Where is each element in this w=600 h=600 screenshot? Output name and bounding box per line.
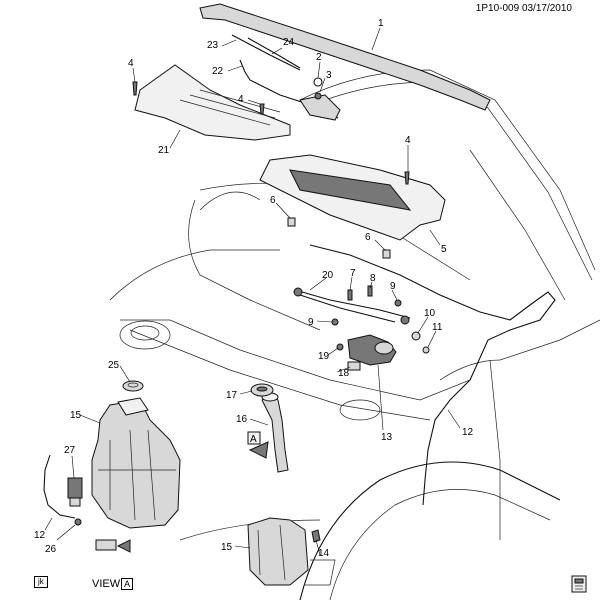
callout-8: 8 <box>370 273 376 284</box>
callout-4-center: 4 <box>238 94 244 105</box>
view-a-marker-letter: A <box>250 434 257 445</box>
wiper-linkage <box>294 289 411 319</box>
callout-23: 23 <box>207 40 219 51</box>
wiper-motor-cap <box>374 341 394 355</box>
nut-9-right <box>394 299 402 307</box>
callout-9-left: 9 <box>308 317 314 328</box>
callout-12-left: 12 <box>34 530 46 541</box>
clip-1 <box>287 217 296 227</box>
callout-15-upper: 15 <box>70 410 82 421</box>
wiper-blade-left <box>231 34 301 71</box>
left-cowl-panel <box>134 64 291 141</box>
view-a-box-upper <box>247 431 261 445</box>
bolt-19 <box>336 343 344 351</box>
clip-2 <box>382 249 391 259</box>
callout-7: 7 <box>350 268 356 279</box>
pump-grommet <box>74 518 82 526</box>
callout-9-right: 9 <box>390 281 396 292</box>
callout-3: 3 <box>326 70 332 81</box>
callout-6-right: 6 <box>365 232 371 243</box>
bolt-14 <box>311 529 321 543</box>
bolt-fastener-2 <box>259 103 265 115</box>
catalog-page-icon <box>571 575 587 593</box>
callout-26: 26 <box>45 544 57 555</box>
callout-4-right: 4 <box>405 135 411 146</box>
washer-hose-main <box>309 244 556 506</box>
callout-labels: 1 2 3 4 4 4 5 6 6 7 8 9 9 10 11 12 12 13… <box>34 18 474 559</box>
callout-5: 5 <box>441 244 447 255</box>
grommet-11 <box>422 346 430 354</box>
vehicle-body-outline <box>109 69 600 600</box>
lower-reservoir-bracket <box>247 517 309 586</box>
callout-1: 1 <box>378 18 384 29</box>
callout-10: 10 <box>424 308 436 319</box>
bolt-fastener-1 <box>132 81 138 96</box>
reservoir-neck <box>117 397 149 416</box>
callout-25: 25 <box>108 360 120 371</box>
callout-24: 24 <box>283 37 295 48</box>
view-a-connector <box>95 539 117 551</box>
view-letter-box: A <box>121 578 134 590</box>
bolt-fastener-3 <box>404 171 410 185</box>
reservoir-filler-neck <box>261 394 289 473</box>
washer-pump-outlet <box>69 497 81 507</box>
wiper-blade-right <box>247 37 301 69</box>
callout-21: 21 <box>158 145 170 156</box>
drafter-initials: jk <box>34 576 48 588</box>
view-a-arrow-upper <box>248 441 269 459</box>
drawing-date: 03/17/2010 <box>521 3 572 14</box>
callout-16: 16 <box>236 414 248 425</box>
callout-13: 13 <box>381 432 393 443</box>
callout-14: 14 <box>318 548 330 559</box>
washer-pump <box>67 477 83 499</box>
callout-6-left: 6 <box>270 195 276 206</box>
callout-20: 20 <box>322 270 334 281</box>
callout-2: 2 <box>316 52 322 63</box>
view-a-arrow-lower <box>116 539 131 553</box>
callout-27: 27 <box>64 445 76 456</box>
grommet-10 <box>411 331 421 341</box>
callout-19: 19 <box>318 351 330 362</box>
motor-connector <box>347 361 361 371</box>
drawing-header: 1P10-009 03/17/2010 <box>476 3 572 14</box>
drawing-id: 1P10-009 <box>475 3 520 14</box>
callout-11: 11 <box>432 322 443 333</box>
pivot-cap <box>313 77 323 87</box>
view-text: VIEW <box>92 578 121 590</box>
washer-reservoir <box>91 399 181 529</box>
bolt-8 <box>367 285 373 297</box>
pivot-nut <box>314 92 322 100</box>
cowl-seal <box>199 3 491 111</box>
callout-15-lower: 15 <box>221 542 233 553</box>
nut-9-left <box>331 318 339 326</box>
callout-22: 22 <box>212 66 224 77</box>
callout-17: 17 <box>226 390 238 401</box>
leader-lines <box>44 27 461 556</box>
linkage-pivot-left <box>293 287 303 297</box>
callout-18: 18 <box>338 368 350 379</box>
washer-hose-reservoir <box>43 454 76 519</box>
linkage-pivot-right <box>400 315 410 325</box>
callout-12-right: 12 <box>462 427 474 438</box>
reservoir-grommet <box>122 380 144 392</box>
cowl-vent-grille <box>289 169 412 211</box>
bolt-7 <box>347 289 353 301</box>
callout-4-left: 4 <box>128 58 134 69</box>
